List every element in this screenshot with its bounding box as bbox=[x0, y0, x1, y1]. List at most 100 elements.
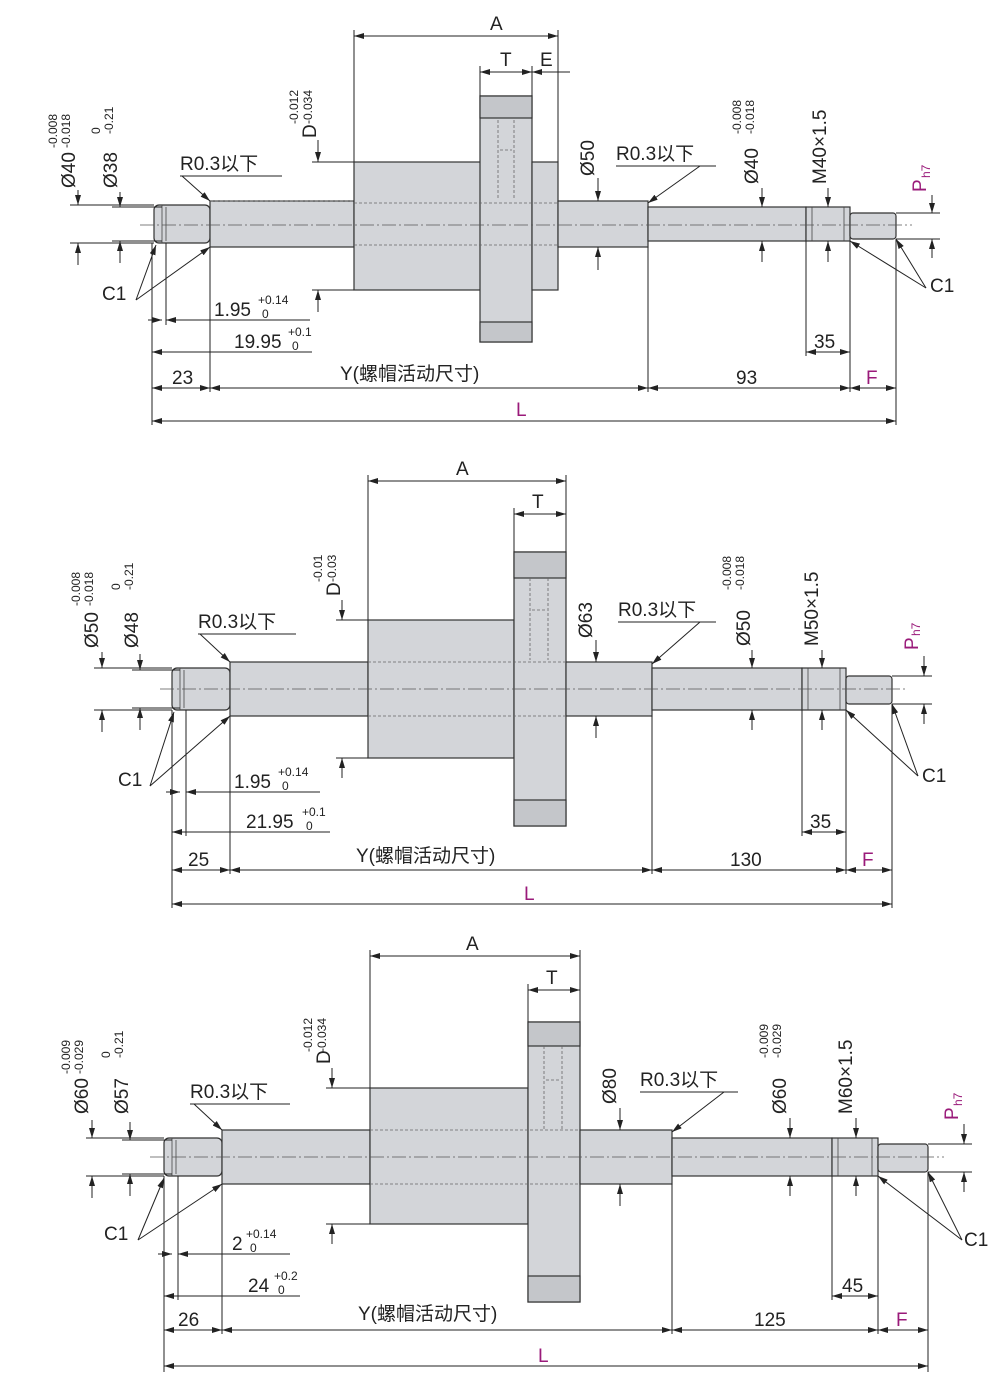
dim-d-right-tol-up: -0.008 bbox=[730, 100, 744, 134]
dim-P-sub: h7 bbox=[919, 164, 933, 178]
chamfer-right: C1 bbox=[964, 1230, 988, 1251]
dim-right-len: 130 bbox=[730, 850, 762, 871]
dim-d-outer-tol-up: -0.008 bbox=[46, 114, 60, 148]
nut-flange bbox=[527, 1021, 581, 1303]
dim-d-groove-tol-up: 0 bbox=[89, 127, 103, 134]
dim-A: A bbox=[490, 14, 503, 35]
dim-d-groove-tol-lo: -0.21 bbox=[122, 562, 136, 590]
dim-d-outer: Ø40 bbox=[59, 152, 80, 188]
dim-groove-w-up: +0.14 bbox=[246, 1227, 277, 1241]
nut-body bbox=[369, 1087, 529, 1225]
chamfer-right: C1 bbox=[930, 276, 954, 297]
dim-groove-pos-lo: 0 bbox=[292, 339, 299, 353]
chamfer-left: C1 bbox=[118, 770, 142, 791]
dim-Y: Y(螺帽活动尺寸) bbox=[340, 363, 479, 385]
dim-groove-pos-lo: 0 bbox=[306, 819, 313, 833]
dim-d-outer-tol-lo: -0.018 bbox=[82, 572, 96, 606]
shaft-3 bbox=[150, 1021, 944, 1303]
dim-d-outer: Ø50 bbox=[82, 612, 103, 648]
dim-d-right: Ø60 bbox=[770, 1078, 791, 1114]
dim-A: A bbox=[456, 459, 469, 480]
dim-D-tol-lo: -0.03 bbox=[325, 554, 339, 582]
dim-D-tol-up: -0.01 bbox=[311, 554, 325, 582]
view-1: A T E Ø40 -0.008 -0.018 Ø38 0 -0.21 D -0… bbox=[46, 14, 954, 425]
dim-thread-len: 45 bbox=[842, 1276, 863, 1297]
dim-D: D bbox=[314, 1050, 335, 1064]
dim-d-outer-tol-lo: -0.029 bbox=[72, 1040, 86, 1074]
dim-d-groove-tol-lo: -0.21 bbox=[102, 106, 116, 134]
view-2: A T Ø50 -0.008 -0.018 Ø48 0 -0.21 D -0.0… bbox=[69, 459, 946, 908]
radius-right: R0.3以下 bbox=[616, 144, 694, 165]
dim-T: T bbox=[546, 968, 558, 989]
dim-d-groove-tol-up: 0 bbox=[99, 1051, 113, 1058]
radius-left: R0.3以下 bbox=[198, 612, 276, 633]
dim-groove-pos-lo: 0 bbox=[278, 1283, 285, 1297]
dim-groove-pos: 19.95 bbox=[234, 332, 282, 353]
dim-groove-pos-up: +0.2 bbox=[274, 1269, 298, 1283]
dim-left-len: 26 bbox=[178, 1310, 199, 1331]
view-3: A T Ø60 -0.009 -0.029 Ø57 0 -0.21 D -0.0… bbox=[59, 934, 988, 1372]
dim-d-right: Ø40 bbox=[742, 148, 763, 184]
dim-groove-w: 2 bbox=[232, 1234, 243, 1255]
dim-groove-w-up: +0.14 bbox=[278, 765, 309, 779]
dim-F: F bbox=[866, 368, 878, 389]
dim-groove-w-up: +0.14 bbox=[258, 293, 289, 307]
dim-P-sub: h7 bbox=[909, 622, 923, 636]
dim-right-len: 93 bbox=[736, 368, 757, 389]
dim-D-tol-up: -0.012 bbox=[301, 1018, 315, 1052]
dim-D: D bbox=[300, 124, 321, 138]
shaft-right-end bbox=[849, 212, 897, 240]
dim-d-right-tol-up: -0.008 bbox=[720, 556, 734, 590]
dim-groove-w-lo: 0 bbox=[262, 307, 269, 321]
dim-flange: Ø80 bbox=[600, 1068, 621, 1104]
dim-d-groove: Ø57 bbox=[112, 1078, 133, 1114]
radius-right: R0.3以下 bbox=[640, 1070, 718, 1091]
dim-groove-w-lo: 0 bbox=[282, 779, 289, 793]
dim-d-groove: Ø38 bbox=[101, 152, 122, 188]
dim-P-sub: h7 bbox=[951, 1092, 965, 1106]
dim-groove-w: 1.95 bbox=[234, 772, 271, 793]
dim-P: P bbox=[910, 179, 931, 192]
dim-D: D bbox=[324, 582, 345, 596]
radius-left: R0.3以下 bbox=[180, 154, 258, 175]
radius-right: R0.3以下 bbox=[618, 600, 696, 621]
dim-flange: Ø50 bbox=[578, 140, 599, 176]
dim-T: T bbox=[500, 50, 512, 71]
radius-left: R0.3以下 bbox=[190, 1082, 268, 1103]
dim-F: F bbox=[862, 850, 874, 871]
dim-groove-w-lo: 0 bbox=[250, 1241, 257, 1255]
shaft-right-end bbox=[845, 675, 893, 705]
dim-thread-len: 35 bbox=[814, 332, 835, 353]
dim-Y: Y(螺帽活动尺寸) bbox=[358, 1303, 497, 1325]
dim-d-outer: Ø60 bbox=[72, 1078, 93, 1114]
nut-collar bbox=[531, 161, 559, 291]
nut-body bbox=[353, 161, 483, 291]
dim-P: P bbox=[902, 637, 923, 650]
dim-d-groove: Ø48 bbox=[122, 612, 143, 648]
chamfer-right: C1 bbox=[922, 766, 946, 787]
dim-groove-pos: 24 bbox=[248, 1276, 270, 1297]
dim-L: L bbox=[516, 400, 527, 421]
dim-d-right-tol-lo: -0.018 bbox=[743, 100, 757, 134]
dim-d-outer-tol-up: -0.008 bbox=[69, 572, 83, 606]
dim-d-right-tol-lo: -0.018 bbox=[733, 556, 747, 590]
dim-L: L bbox=[538, 1346, 549, 1367]
screw-shaft-right bbox=[557, 200, 649, 248]
dim-E: E bbox=[540, 50, 553, 71]
dim-left-len: 25 bbox=[188, 850, 209, 871]
dim-T: T bbox=[532, 492, 544, 513]
dim-flange: Ø63 bbox=[576, 602, 597, 638]
shaft-1 bbox=[140, 95, 912, 343]
dim-thread: M50×1.5 bbox=[802, 572, 823, 646]
shaft-right-end bbox=[877, 1143, 929, 1173]
dim-d-right-tol-lo: -0.029 bbox=[770, 1024, 784, 1058]
dim-Y: Y(螺帽活动尺寸) bbox=[356, 845, 495, 867]
shaft-2 bbox=[160, 551, 905, 827]
dim-d-right-tol-up: -0.009 bbox=[757, 1024, 771, 1058]
dim-P: P bbox=[942, 1107, 963, 1120]
dim-thread: M40×1.5 bbox=[810, 110, 831, 184]
dim-D-tol-up: -0.012 bbox=[287, 90, 301, 124]
chamfer-left: C1 bbox=[102, 284, 126, 305]
dim-A: A bbox=[466, 934, 479, 955]
